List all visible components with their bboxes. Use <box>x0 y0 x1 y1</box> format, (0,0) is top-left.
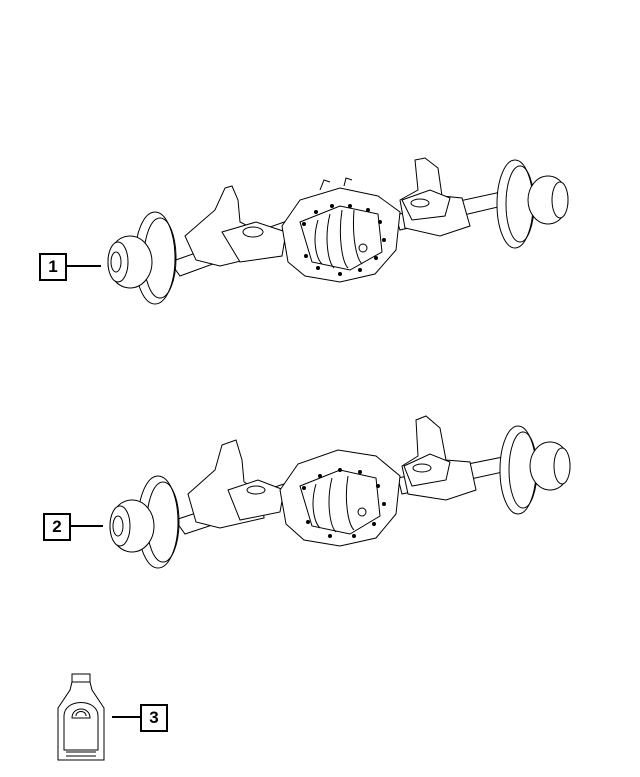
callout-2[interactable]: 2 <box>43 513 71 541</box>
callout-3[interactable]: 3 <box>140 704 168 732</box>
callout-1-label: 1 <box>48 257 58 276</box>
lubricant-bottle <box>57 673 105 761</box>
leader-line-1 <box>65 265 101 267</box>
leader-line-3 <box>112 716 140 718</box>
callout-2-label: 2 <box>52 517 62 536</box>
axle-assembly-2 <box>109 415 571 569</box>
leader-line-2 <box>69 525 103 527</box>
callout-3-label: 3 <box>149 708 159 727</box>
callout-1[interactable]: 1 <box>39 253 67 281</box>
axle-assembly-1 <box>107 157 569 305</box>
